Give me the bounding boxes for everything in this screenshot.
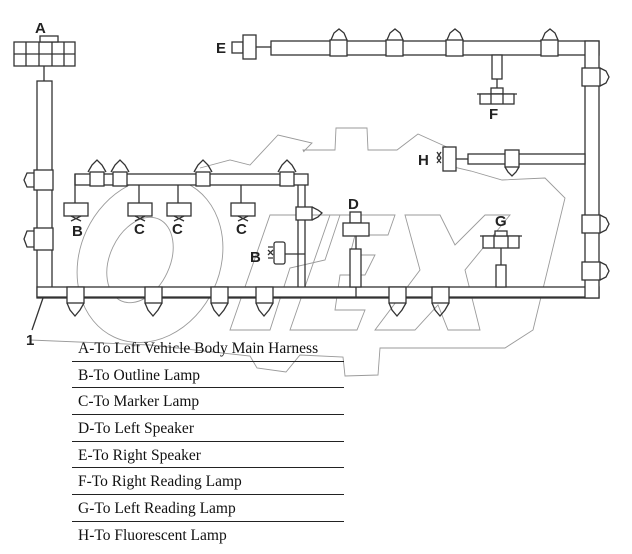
label-c2: C xyxy=(172,221,183,238)
callout-number: 1 xyxy=(26,332,34,349)
label-d: D xyxy=(348,196,359,213)
label-b1: B xyxy=(72,223,83,240)
label-f: F xyxy=(489,106,498,123)
label-a: A xyxy=(35,20,46,37)
left-trunk xyxy=(23,80,54,298)
label-c1: C xyxy=(134,221,145,238)
connector-g: G xyxy=(480,213,522,288)
label-h: H xyxy=(418,152,429,169)
label-b2: B xyxy=(250,249,261,266)
connector-h: H xyxy=(418,146,586,177)
watermark xyxy=(29,127,566,377)
legend-item-f: F-To Right Reading Lamp xyxy=(72,468,344,496)
inner-loop: B C C C B xyxy=(63,159,323,287)
label-c3: C xyxy=(236,221,247,238)
callout-1: 1 xyxy=(26,297,44,349)
legend-item-d: D-To Left Speaker xyxy=(72,415,344,442)
legend-item-g: G-To Left Reading Lamp xyxy=(72,495,344,522)
bottom-connectors xyxy=(66,286,450,318)
legend-table: A-To Left Vehicle Body Main Harness B-To… xyxy=(72,335,344,549)
top-trunk: E xyxy=(216,28,610,299)
label-e: E xyxy=(216,40,226,57)
connector-d: D xyxy=(342,196,370,297)
legend-item-b: B-To Outline Lamp xyxy=(72,362,344,389)
connector-a: A xyxy=(13,20,76,81)
label-g: G xyxy=(495,213,507,230)
legend-item-a: A-To Left Vehicle Body Main Harness xyxy=(72,335,344,362)
connector-f: F xyxy=(477,54,517,123)
bottom-trunk xyxy=(36,286,600,299)
legend-item-e: E-To Right Speaker xyxy=(72,442,344,469)
legend-item-h: H-To Fluorescent Lamp xyxy=(78,526,227,544)
legend-item-c: C-To Marker Lamp xyxy=(72,388,344,416)
